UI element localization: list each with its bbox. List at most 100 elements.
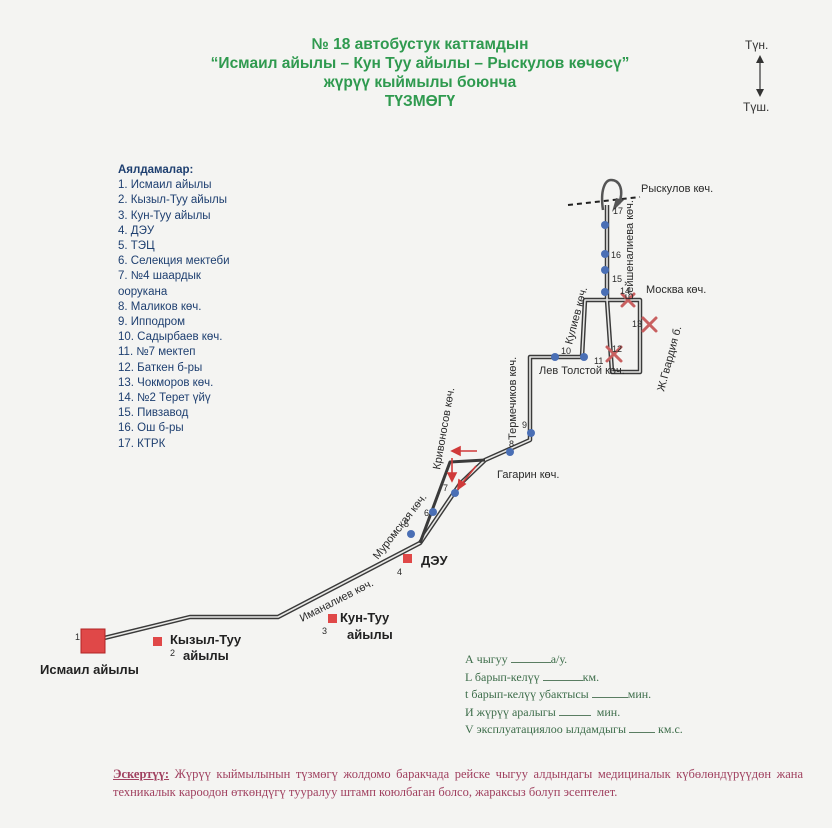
street-ryskulov: Рыскулов көч. [641,183,713,195]
stop-number-1: 1 [75,632,80,642]
stop-6-marker[interactable] [429,508,437,516]
street-krivonosov: Кривоносов көч. [431,387,457,471]
street-termechikov: Термечиков көч. [507,357,519,440]
stat-row-i: И жүрүү аралыгы мин. [465,704,683,722]
stop-number-13: 13 [632,319,642,329]
place-kun-tuu-line2: айылы [347,627,393,642]
legend-item: 4. ДЭУ [118,224,155,237]
stop-17-marker[interactable] [601,221,609,229]
title-line-4: ТҮЗМӨГҮ [384,93,456,110]
stop-3-marker[interactable] [328,614,337,623]
stop-9-marker[interactable] [527,429,535,437]
stop-number-3: 3 [322,626,327,636]
street-beishenalieva: Бейшеналиева көч. [624,200,636,300]
legend-item: 1. Исмаил айылы [118,179,212,192]
turnaround-arrow-icon [600,178,623,211]
stat-a-unit: а/у. [550,652,568,666]
compass-north-label: Түн. [745,38,769,52]
stop-number-8: 8 [509,439,514,449]
stat-i-unit: мин. [596,704,621,719]
stat-a-blank[interactable] [510,652,551,663]
legend-items: 1. Исмаил айылы 2. Кызыл-Туу айылы 3. Кун-… [118,178,230,452]
stat-a-label: А чыгуу [465,652,508,666]
stop-14-marker[interactable] [601,288,609,296]
stop-2-marker[interactable] [153,637,162,646]
legend-item: оорукана [118,285,168,298]
stat-t-unit: мин. [627,687,652,701]
stop-7-marker[interactable] [451,489,459,497]
terminal-ismail[interactable] [80,628,106,654]
place-kun-tuu-line1: Кун-Туу [340,610,390,625]
stops-legend: Аялдамалар: 1. Исмаил айылы 2. Кызыл-Туу … [118,163,230,452]
street-gagarin: Гагарин көч. [497,469,559,481]
legend-item: 13. Чокморов көч. [118,376,214,389]
stop-15-marker[interactable] [601,266,609,274]
stat-row-l: L барып-келүү км. [465,669,683,687]
legend-item: 9. Ипподром [118,316,186,329]
stop-8-marker[interactable] [506,448,514,456]
stop-number-12: 12 [612,344,622,354]
legend-item: 14. №2 Терет үйү [118,392,211,405]
legend-item: 15. Пивзавод [118,407,189,420]
legend-item: 2. Кызыл-Туу айылы [118,194,227,207]
stop-4-marker[interactable] [403,554,412,563]
street-lev-tolstoy: Лев Толстой көч. [539,365,625,377]
stop-11-marker[interactable] [580,353,588,361]
stat-v-blank[interactable] [629,722,656,733]
stop-number-17: 17 [613,206,623,216]
stat-row-a: А чыгуу а/у. [465,651,683,669]
place-kyzyl-tuu-line2: айылы [183,648,229,663]
stat-l-blank[interactable] [542,670,583,681]
legend-item: 5. ТЭЦ [118,240,155,253]
legend-item: 3. Кун-Туу айылы [118,209,211,222]
footer-note: Эскертүү: Жүрүү кыймылынын түзмөгү жолдо… [113,765,803,801]
stat-v-unit: км.с. [658,722,683,736]
stop-number-10: 10 [561,346,571,356]
route-path [91,205,643,644]
stat-row-t: t барып-келүү убактысы мин. [465,686,683,704]
title-line-2: “Исмаил айылы – Кун Туу айылы – Рыскулов… [210,55,630,72]
legend-item: 16. Ош б-ры [118,422,184,435]
stat-l-label: L барып-келүү [465,669,540,684]
stop-number-9: 9 [522,420,527,430]
title-line-1: № 18 автобустук каттамдын [311,36,529,53]
stop-16-marker[interactable] [601,250,609,258]
legend-item: 7. №4 шаардык [118,270,201,283]
stop-number-2: 2 [170,648,175,658]
ryskulov-street-line [567,196,641,206]
legend-item: 10. Садырбаев көч. [118,331,223,344]
stop-number-11: 11 [594,356,603,366]
legend-heading: Аялдамалар: [118,164,194,176]
place-kyzyl-tuu-line1: Кызыл-Туу [170,632,242,647]
title-line-3: жүрүү кыймылы боюнча [323,74,517,91]
stat-l-unit: км. [582,669,600,684]
stat-i-blank[interactable] [558,705,591,716]
legend-item: 11. №7 мектеп [118,346,196,359]
compass-arrow-icon [756,55,764,97]
legend-item: 6. Селекция мектеби [118,255,230,268]
legend-item: 8. Маликов көч. [118,300,202,313]
place-deu: ДЭУ [421,553,449,568]
street-moskva: Москва көч. [646,284,706,296]
route-stops [407,221,609,538]
stop-number-7: 7 [443,483,448,493]
legend-item: 17. КТРК [118,437,166,450]
stop-number-4: 4 [397,567,402,577]
note-text: Жүрүү кыймылынын түзмөгү жолдомо баракча… [113,767,803,799]
stat-row-v: V эксплуатациялоо ылдамдыгы км.с. [465,721,683,739]
note-heading: Эскертүү: [113,767,170,781]
turnaround-arrowhead-icon [612,198,624,212]
stat-t-blank[interactable] [591,687,628,698]
stop-number-5: 5 [404,519,409,529]
legend-item: 12. Баткен б-ры [118,361,203,374]
stop-number-6: 6 [424,508,429,518]
stat-v-label: V эксплуатациялоо ылдамдыгы [465,722,627,736]
place-ismail: Исмаил айылы [40,662,139,677]
closed-road-markers [605,292,658,363]
stop-5-marker[interactable] [407,530,415,538]
stop-10-marker[interactable] [551,353,559,361]
direction-arrows [446,445,477,491]
stat-i-label: И жүрүү аралыгы [465,704,556,719]
compass-south-label: Түш. [743,100,770,114]
